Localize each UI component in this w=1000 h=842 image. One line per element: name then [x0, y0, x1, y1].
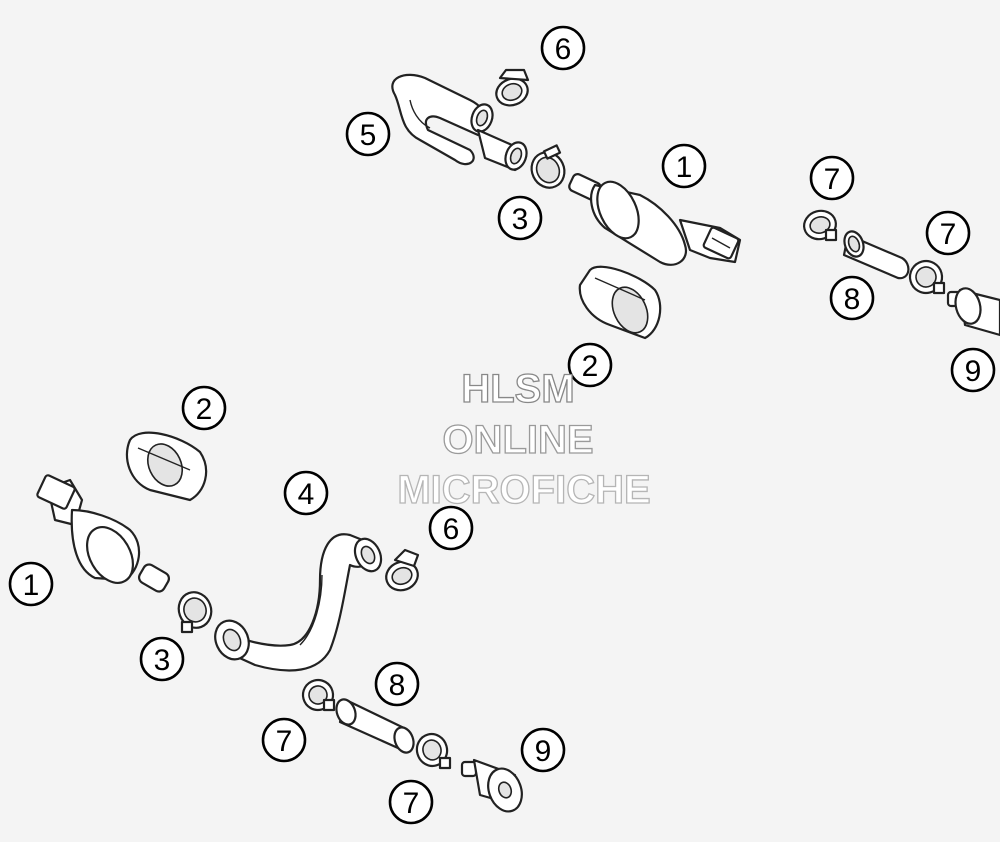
- callout-label: 6: [555, 33, 572, 66]
- valve-part-1-top[interactable]: [568, 173, 742, 266]
- callout-top-5: 5: [345, 111, 391, 157]
- clamp-part-7-right-b[interactable]: [906, 257, 946, 296]
- callout-label: 9: [965, 355, 982, 388]
- callout-right-9: 9: [950, 347, 996, 393]
- callout-top-3: 3: [497, 195, 543, 241]
- hose-part-5[interactable]: [391, 73, 530, 173]
- watermark-line-3: MICROFICHE: [397, 468, 650, 512]
- hose-part-8-right[interactable]: [841, 229, 910, 280]
- callout-top-6: 6: [540, 25, 586, 71]
- callout-label: 6: [443, 513, 460, 546]
- callout-bottom-7b: 7: [388, 779, 434, 825]
- bracket-part-2-bottom[interactable]: [125, 431, 208, 502]
- hose-part-4[interactable]: [209, 533, 386, 672]
- cap-part-9-right[interactable]: [946, 286, 1000, 337]
- callout-right-7a: 7: [809, 155, 855, 201]
- valve-part-1-bottom[interactable]: [36, 474, 171, 593]
- watermark-line-1: HLSM: [461, 367, 574, 411]
- callout-right-7b: 7: [925, 210, 971, 256]
- callout-label: 2: [582, 350, 599, 383]
- callout-label: 7: [403, 787, 420, 820]
- clamp-part-7-right-a[interactable]: [801, 207, 839, 242]
- callout-label: 4: [298, 478, 315, 511]
- clamp-part-6-top[interactable]: [493, 68, 532, 110]
- cap-part-9-bottom[interactable]: [460, 758, 528, 816]
- callout-label: 9: [535, 735, 552, 768]
- callout-label: 7: [276, 725, 293, 758]
- callout-label: 1: [676, 151, 693, 184]
- callout-top-1: 1: [661, 143, 707, 189]
- callout-top-2: 2: [567, 342, 613, 388]
- clamp-part-3-top[interactable]: [526, 144, 570, 193]
- callout-label: 8: [844, 283, 861, 316]
- callout-label: 3: [154, 644, 171, 677]
- callout-label: 1: [23, 569, 40, 602]
- callout-bottom-4: 4: [283, 470, 329, 516]
- hose-part-8-bottom[interactable]: [333, 697, 417, 756]
- callout-bottom-2: 2: [181, 385, 227, 431]
- callout-bottom-6: 6: [428, 505, 474, 551]
- callout-bottom-1: 1: [8, 561, 54, 607]
- clamp-part-7-bottom-a[interactable]: [300, 677, 337, 714]
- watermark-line-2: ONLINE: [442, 418, 593, 462]
- clamp-part-7-bottom-b[interactable]: [413, 731, 452, 770]
- callout-right-8: 8: [829, 275, 875, 321]
- clamp-part-3-bottom[interactable]: [174, 588, 216, 634]
- callout-bottom-9: 9: [520, 727, 566, 773]
- callout-label: 7: [824, 163, 841, 196]
- callout-bottom-8: 8: [374, 661, 420, 707]
- callout-label: 2: [196, 393, 213, 426]
- callout-bottom-7a: 7: [261, 717, 307, 763]
- bracket-part-2-top[interactable]: [578, 265, 662, 340]
- callout-label: 8: [389, 669, 406, 702]
- callout-bottom-3: 3: [139, 636, 185, 682]
- watermark: HLSM ONLINE MICROFICHE: [397, 366, 652, 512]
- callout-label: 3: [512, 203, 529, 236]
- callout-label: 7: [940, 218, 957, 251]
- clamp-part-6-bottom[interactable]: [382, 548, 422, 595]
- callout-label: 5: [360, 119, 377, 152]
